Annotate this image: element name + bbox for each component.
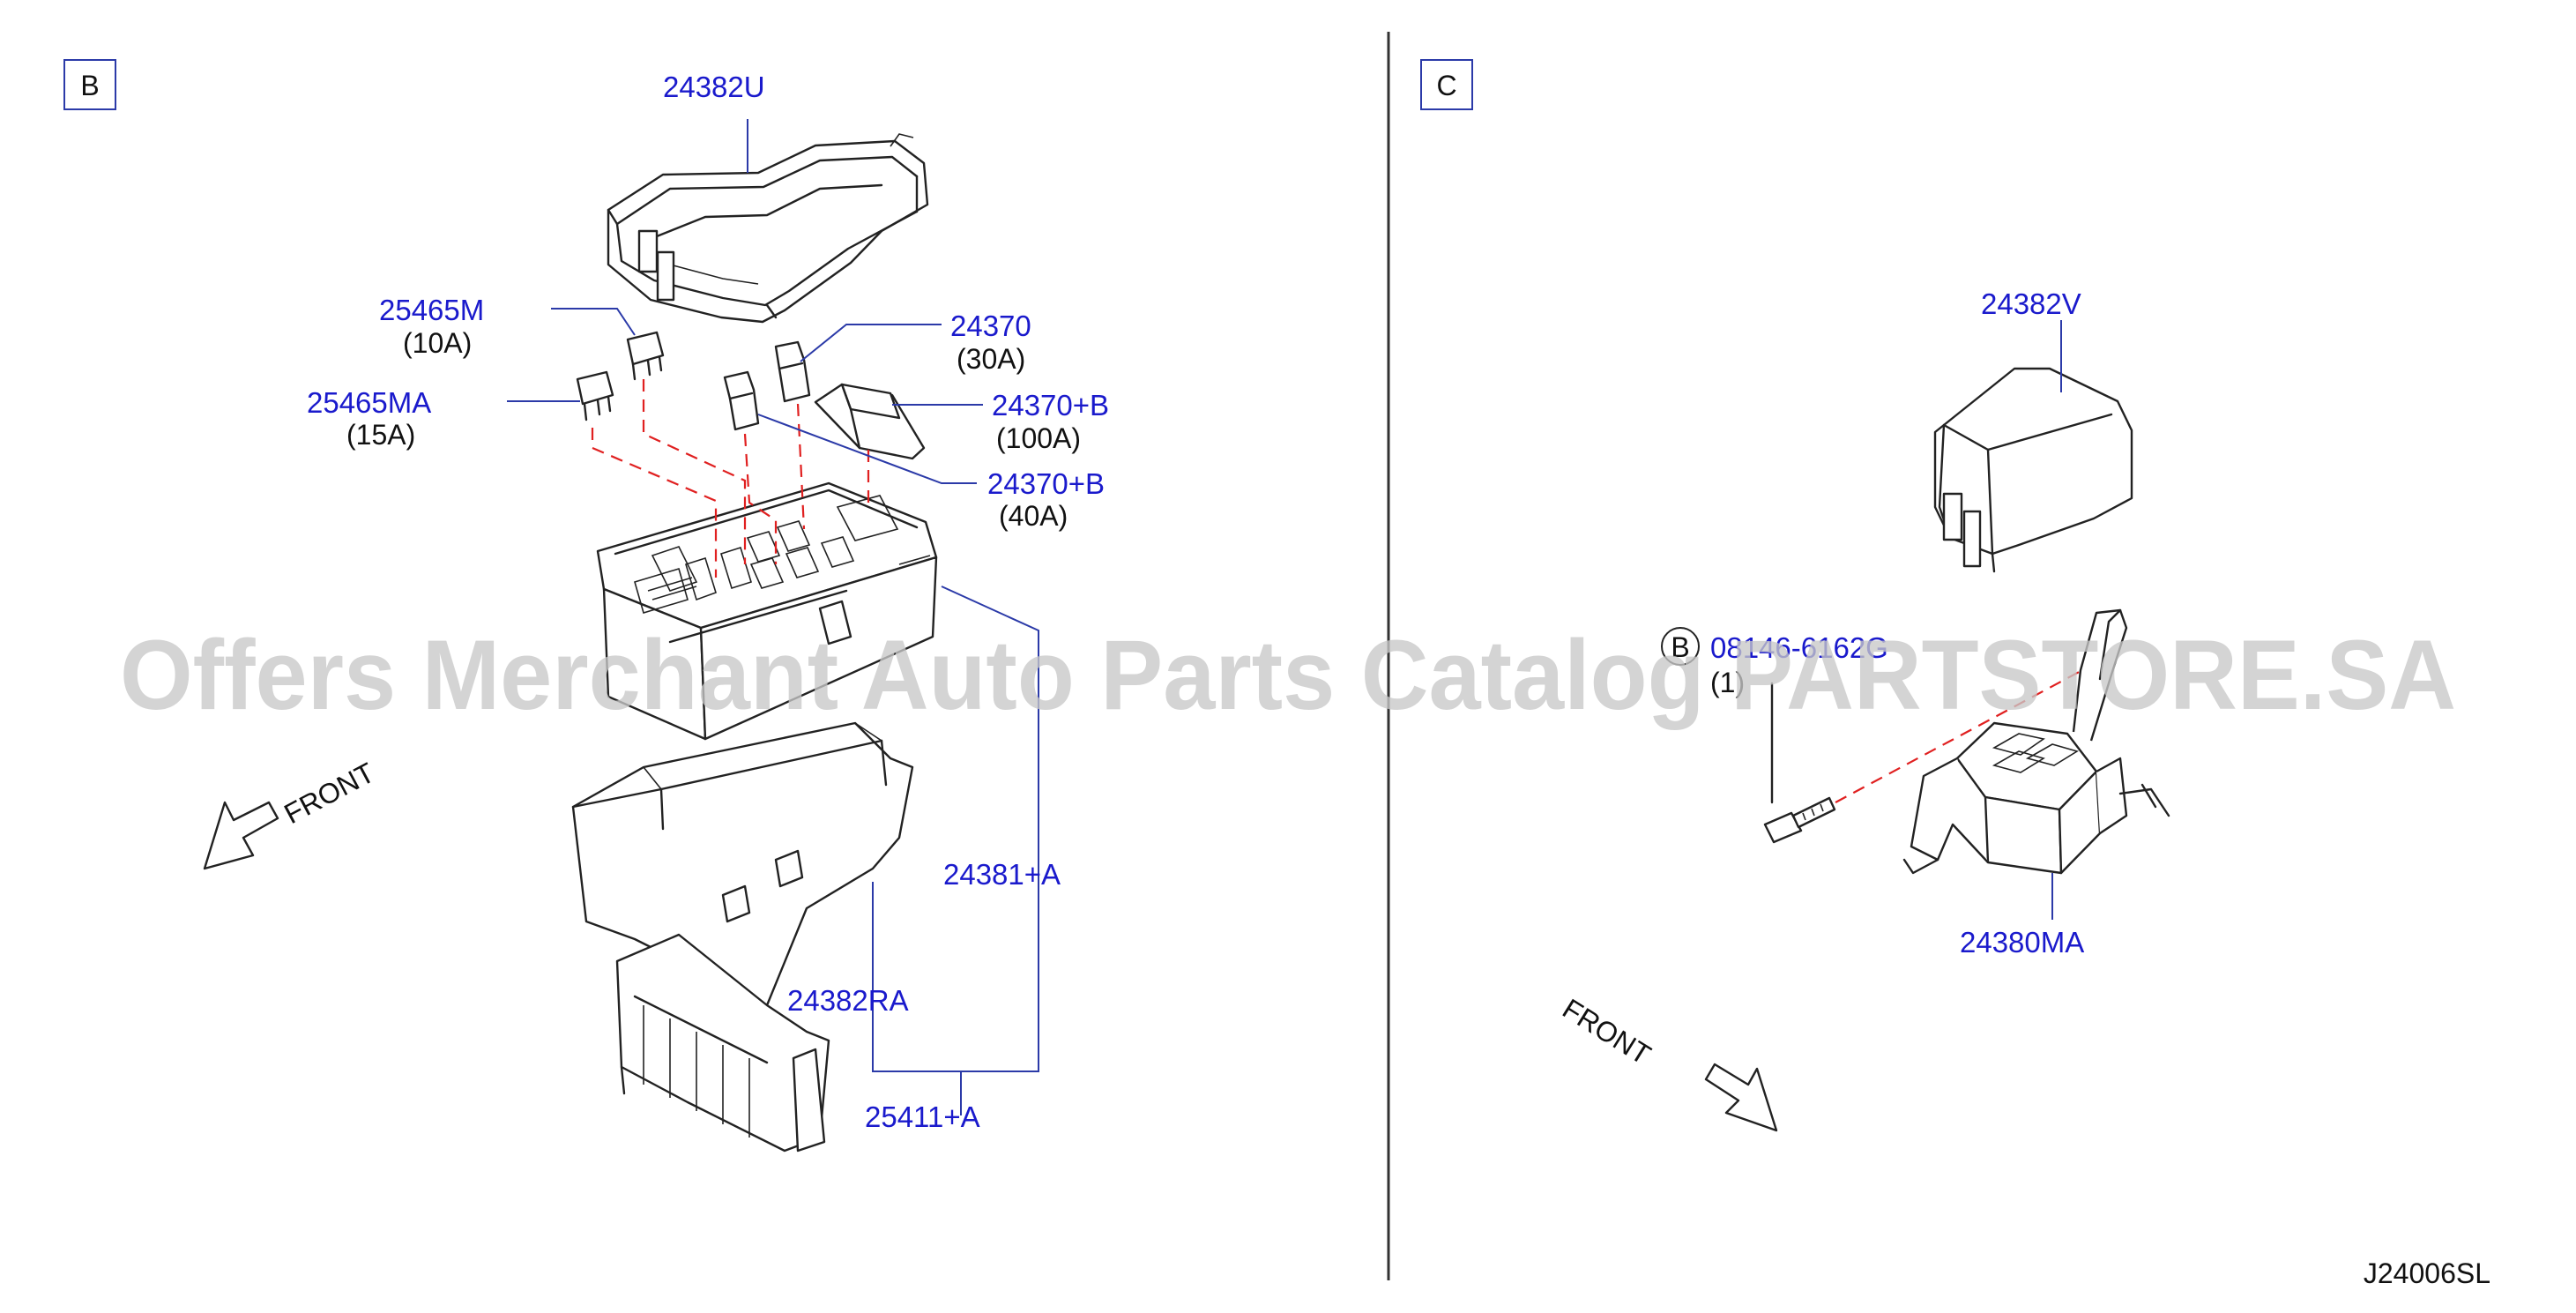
fuse-25465ma-drawing: [576, 370, 614, 422]
bolt-circle-letter: B: [1671, 631, 1689, 663]
part-24370b-100a-rating: (100A): [996, 422, 1081, 454]
leaders-panel-c: [1770, 320, 2062, 920]
part-24382ra-number[interactable]: 24382RA: [787, 984, 909, 1017]
front-label-right: FRONT: [1557, 992, 1657, 1071]
part-24370-rating: (30A): [957, 343, 1025, 375]
guide-dashes-panel-b: [591, 379, 870, 578]
part-25465ma-number[interactable]: 25465MA: [307, 386, 431, 419]
fuse-block-24381a-drawing: [596, 481, 938, 741]
cover-24382v-drawing: [1933, 367, 2133, 573]
cover-24382u-drawing: [607, 133, 929, 324]
guide-dash-panel-c: [1835, 669, 2083, 803]
part-25411a-number[interactable]: 25411+A: [865, 1100, 980, 1133]
part-08146-6162g-qty: (1): [1710, 667, 1745, 698]
panel-c-label: C: [1436, 70, 1456, 101]
part-24380ma-number[interactable]: 24380MA: [1960, 926, 2084, 959]
diagram-code: J24006SL: [2364, 1257, 2490, 1289]
part-24370b-40a-number[interactable]: 24370+B: [987, 467, 1105, 500]
part-24382u-number[interactable]: 24382U: [663, 71, 765, 103]
part-24370-number[interactable]: 24370: [950, 310, 1031, 342]
fuse-24370b-40a-drawing: [723, 370, 760, 431]
relay-block-24380ma-drawing: [1902, 608, 2170, 875]
part-24381a-number[interactable]: 24381+A: [943, 858, 1061, 891]
leaders-panel-b: [507, 119, 1039, 1115]
part-25465m-number[interactable]: 25465M: [379, 294, 484, 326]
part-08146-6162g-number[interactable]: 08146-6162G: [1710, 631, 1888, 664]
bolt-circle-badge: B: [1661, 627, 1700, 666]
part-24370b-100a-number[interactable]: 24370+B: [992, 389, 1109, 422]
panel-b-label-box: B: [63, 59, 116, 110]
panel-c-label-box: C: [1420, 59, 1473, 110]
panel-b-label: B: [80, 70, 99, 101]
front-label-left: FRONT: [279, 757, 379, 831]
watermark-text: Offers Merchant Auto Parts Catalog PARTS…: [120, 620, 2456, 730]
fuse-24370-drawing: [774, 340, 811, 403]
bolt-08146-6162g-drawing: [1763, 796, 1836, 844]
part-25465m-rating: (10A): [403, 327, 472, 359]
part-25465ma-rating: (15A): [346, 419, 415, 451]
fuse-25465m-drawing: [626, 331, 665, 381]
lower-case-24382ra-drawing: [571, 721, 914, 1153]
front-arrow-left-icon: [203, 801, 279, 870]
part-24370b-40a-rating: (40A): [999, 500, 1068, 532]
part-24382v-number[interactable]: 24382V: [1981, 287, 2081, 320]
front-arrow-right-icon: [1704, 1063, 1778, 1132]
fuse-24370b-100a-drawing: [814, 383, 926, 460]
